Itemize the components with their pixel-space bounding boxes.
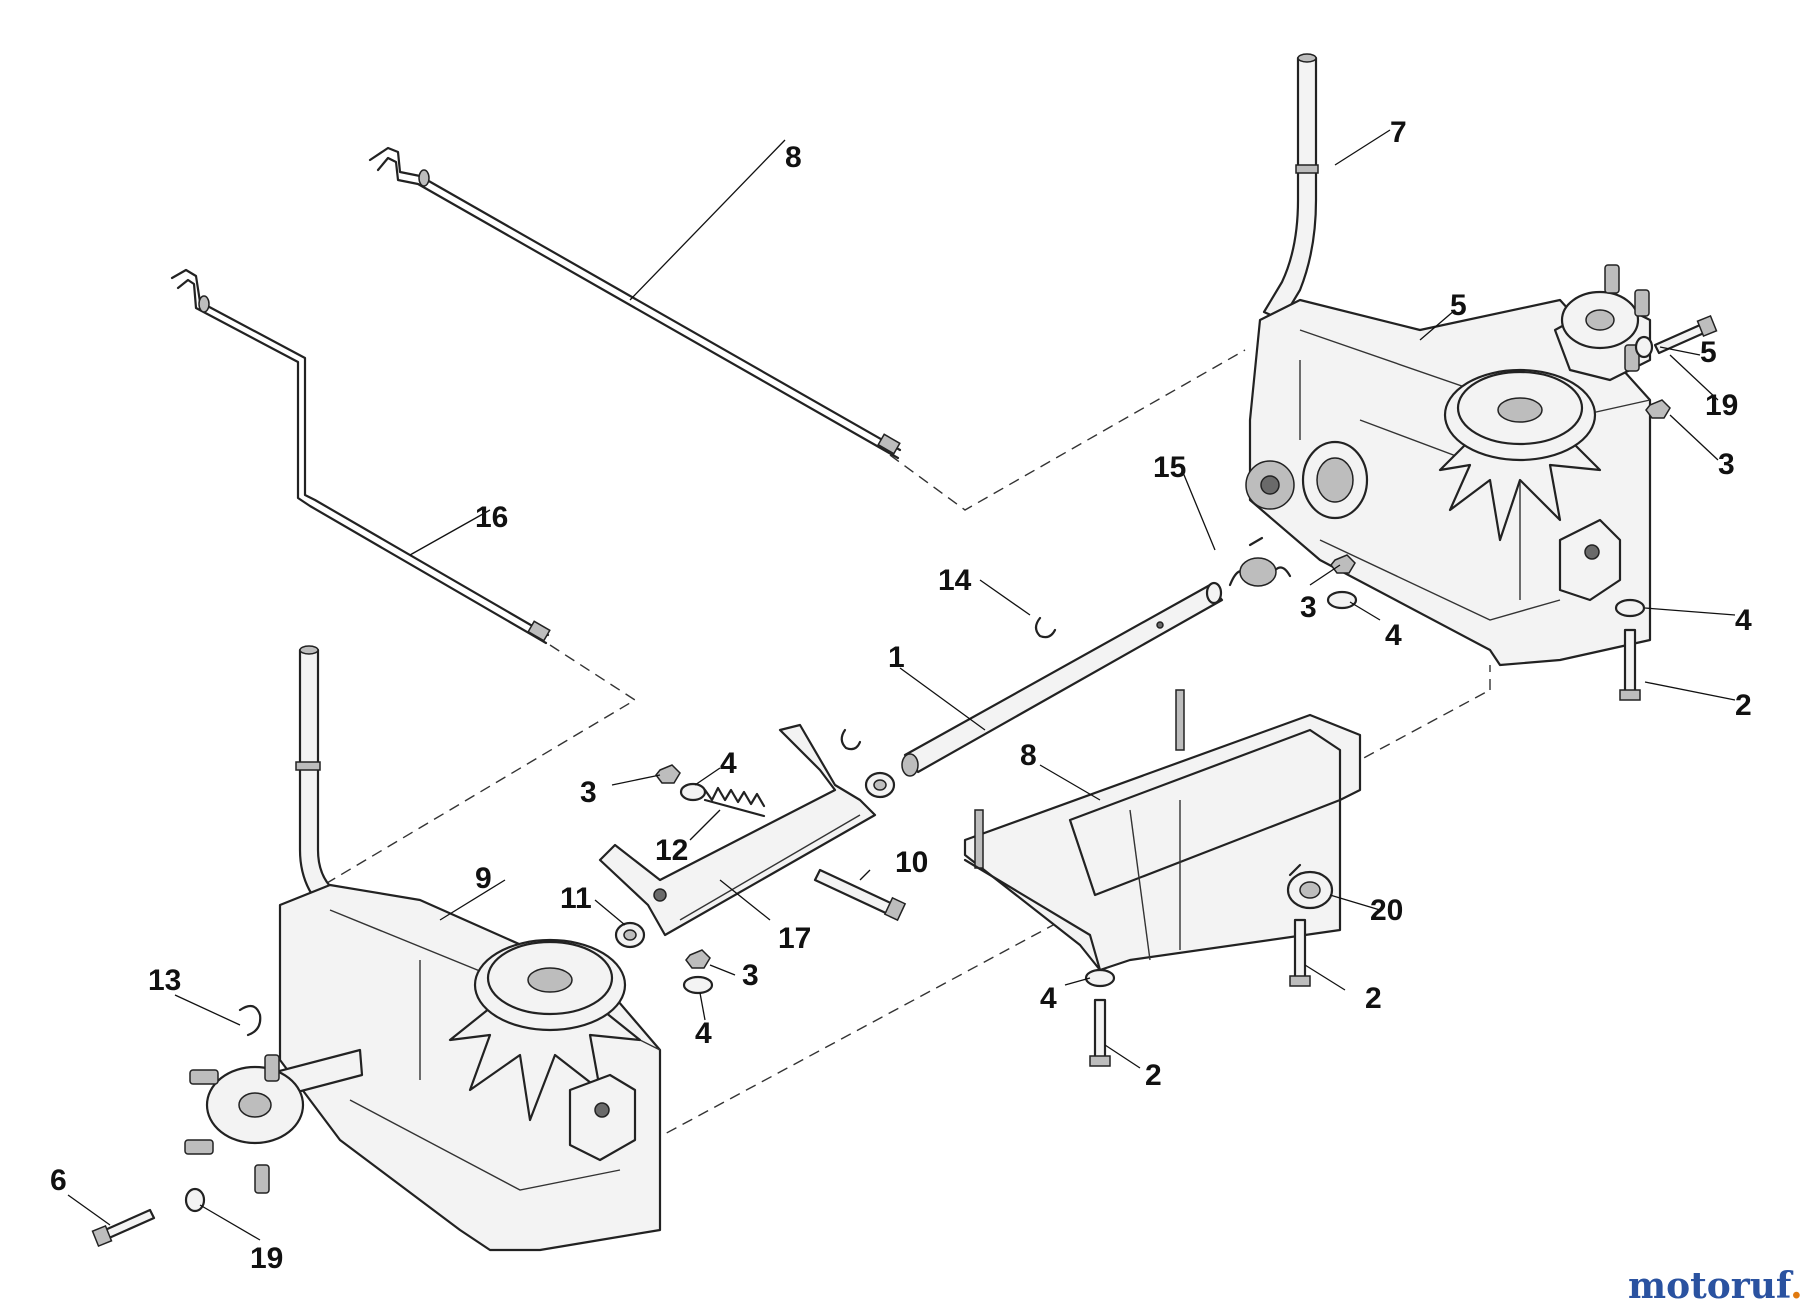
- bolt-2-center: [1089, 998, 1111, 1067]
- e-clip-bracket: [840, 728, 862, 751]
- axle-hub-left: [184, 1048, 364, 1194]
- callout-3-left-b: 3: [742, 959, 759, 992]
- cross-shaft-1: [901, 581, 1224, 777]
- control-rod-18: [368, 146, 902, 460]
- callout-4-right: 4: [1735, 604, 1752, 637]
- callout-12: 12: [655, 834, 688, 867]
- callout-2-bracket: 2: [1365, 982, 1382, 1015]
- cooling-fan-left: [448, 998, 642, 1122]
- callouts: 8 7 5 5 19 3 15 16 14 3 4 4 2 1 8 3 4 12…: [50, 116, 1752, 1275]
- callout-4-bracket: 4: [1040, 982, 1057, 1015]
- torsion-spring-14: [1228, 536, 1292, 587]
- bolt-2-right: [1619, 628, 1641, 701]
- alignment-dashed-lines: [289, 349, 1491, 1151]
- compression-spring-12: [703, 786, 766, 818]
- watermark-dot: .: [1790, 1265, 1800, 1307]
- callout-2-center: 2: [1145, 1059, 1162, 1092]
- callout-18: 8: [785, 141, 802, 174]
- callout-14: 15: [1153, 451, 1186, 484]
- callout-4-left-a: 4: [720, 747, 737, 780]
- callout-19-right: 19: [1705, 389, 1738, 422]
- mounting-bracket-8: [963, 689, 1362, 972]
- callout-5-left: 6: [50, 1164, 67, 1197]
- cooling-fan-right: [1438, 428, 1602, 542]
- callout-5-right: 5: [1700, 336, 1717, 369]
- callout-7: 9: [475, 862, 492, 895]
- fasteners-small: [184, 335, 1671, 1213]
- callout-4-left-b: 4: [695, 1017, 712, 1050]
- callout-10: 10: [895, 846, 928, 879]
- bolt-5-left: [91, 1208, 156, 1248]
- callout-3-right: 3: [1718, 448, 1735, 481]
- callout-11: 11: [560, 882, 592, 915]
- callout-17: 7: [1390, 116, 1407, 149]
- bolt-10: [813, 868, 907, 922]
- bolt-2-bracket: [1289, 918, 1311, 987]
- pulley-right: [1443, 368, 1597, 462]
- svg-text:motoruf.de: motoruf.de: [1628, 1265, 1800, 1307]
- clamp-20: [1286, 863, 1334, 910]
- bolt-5-right: [1653, 314, 1718, 355]
- callout-6: 5: [1450, 289, 1467, 322]
- axle-hub-right: [1553, 264, 1652, 382]
- transaxle-left-7: [184, 645, 662, 1252]
- callout-13: 14: [938, 564, 972, 597]
- bushing-shaft: [864, 771, 896, 799]
- spacer-11: [614, 921, 646, 949]
- control-rod-15: [170, 268, 551, 645]
- callout-20: 20: [1370, 894, 1403, 927]
- e-clip-13: [1034, 616, 1057, 639]
- watermark-main: motoruf: [1628, 1265, 1794, 1307]
- callout-19-left: 19: [250, 1242, 283, 1275]
- callout-16: 17: [778, 922, 811, 955]
- callout-2-right: 2: [1735, 689, 1752, 722]
- bracket-arm-16: [598, 723, 877, 937]
- callout-15: 16: [475, 501, 508, 534]
- leader-lines: [67, 129, 1736, 1241]
- watermark-logo: motoruf.de: [1628, 1265, 1800, 1307]
- callout-4-center: 4: [1385, 619, 1402, 652]
- callout-8: 8: [1020, 739, 1037, 772]
- transaxle-right-6: [1245, 53, 1652, 667]
- callout-3-center: 3: [1300, 591, 1317, 624]
- pulley-left: [473, 938, 627, 1032]
- callout-3-left: 3: [580, 776, 597, 809]
- callout-9: 13: [148, 964, 181, 997]
- callout-1: 1: [888, 641, 905, 674]
